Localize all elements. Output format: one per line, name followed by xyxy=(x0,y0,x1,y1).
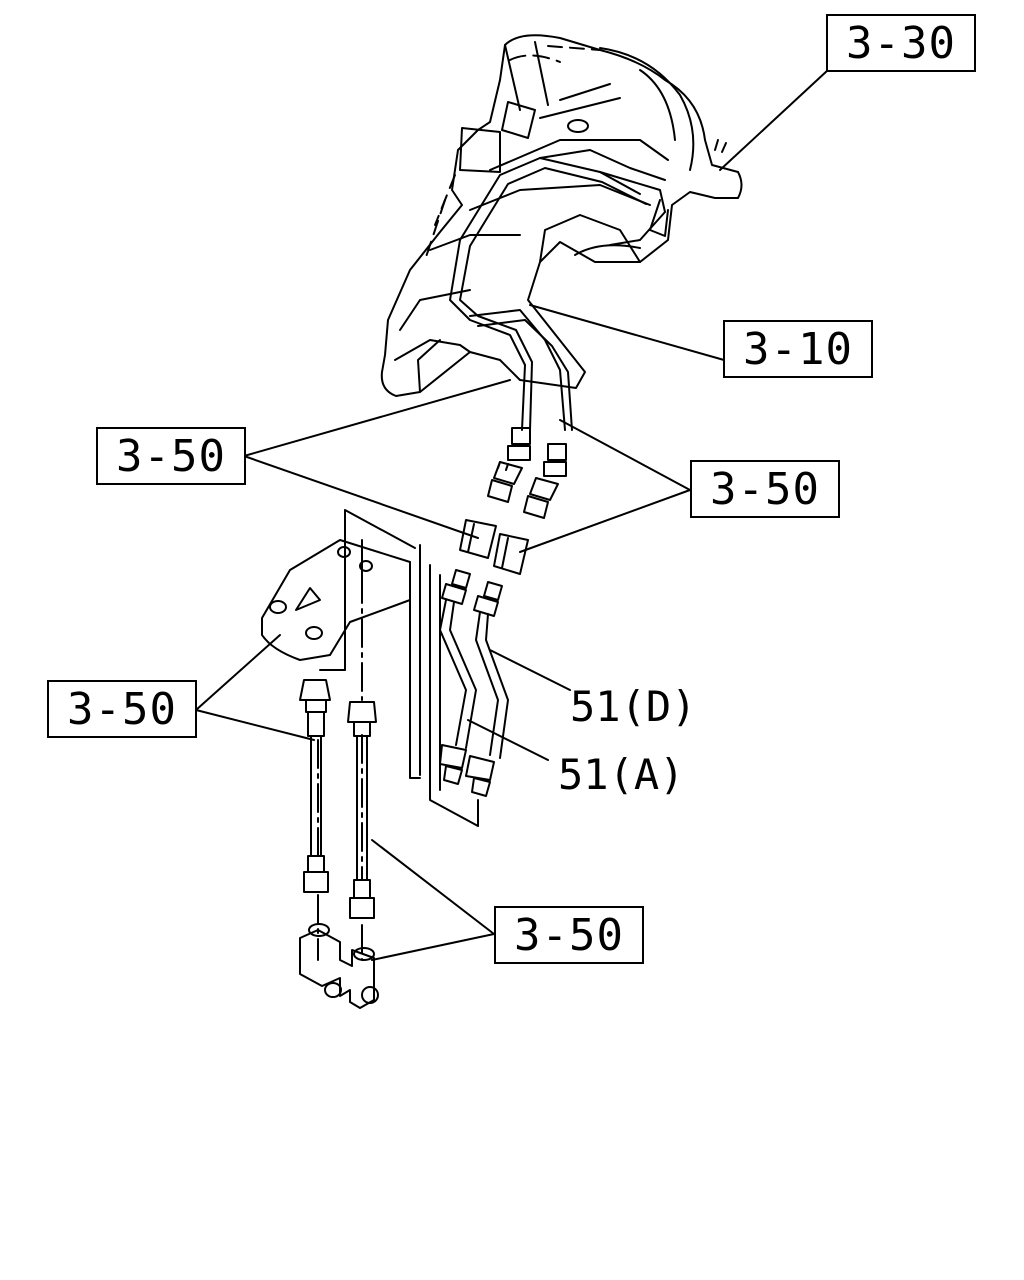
leader-lines xyxy=(195,69,829,961)
mounting-bracket xyxy=(261,509,479,827)
callout-3-50-lower-left: 3-50 xyxy=(47,680,197,738)
callout-3-10: 3-10 xyxy=(723,320,873,378)
hydraulic-unit-assembly xyxy=(380,34,743,397)
junction-block xyxy=(299,923,379,1009)
upper-brake-pipes xyxy=(449,149,669,575)
callout-3-50-left: 3-50 xyxy=(96,427,246,485)
label-51-a: 51(A) xyxy=(558,750,685,799)
alignment-lines xyxy=(317,559,363,961)
callout-3-30: 3-30 xyxy=(826,14,976,72)
label-51-d: 51(D) xyxy=(570,682,697,731)
pipes-51-a-d xyxy=(439,569,509,797)
brake-hoses xyxy=(299,679,377,919)
callout-3-50-right: 3-50 xyxy=(690,460,840,518)
callout-3-50-bottom: 3-50 xyxy=(494,906,644,964)
